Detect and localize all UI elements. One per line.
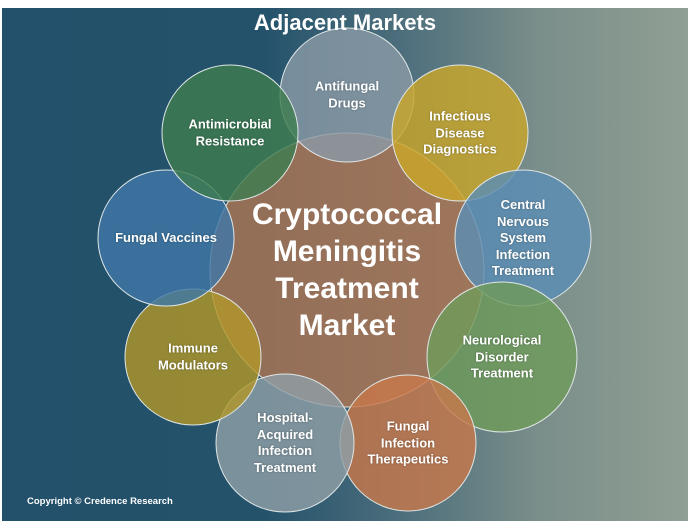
market-label-line: Treatment: [491, 262, 555, 278]
market-label-line: System: [499, 229, 547, 245]
market-circle: [391, 64, 529, 202]
market-label-line: Resistance: [195, 133, 265, 148]
market-label-line: Diagnostics: [423, 141, 497, 157]
market-circle: [161, 64, 299, 202]
market-label-line: Drugs: [328, 95, 366, 110]
center-label-line: Meningitis: [272, 235, 422, 268]
market-label-line: Fungal Vaccines: [115, 229, 217, 245]
market-label-line: Disease: [435, 124, 485, 140]
market-label-line: Infectious: [429, 108, 491, 124]
market-label-line: Antifungal: [314, 78, 380, 94]
market-label-line: Acquired: [256, 426, 314, 442]
market-label-line: Disorder: [475, 348, 529, 364]
market-label-line: Treatment: [253, 459, 317, 475]
market-circle: [426, 281, 578, 433]
market-label-line: Hospital-: [257, 410, 313, 425]
market-label-line: Antimicrobial: [188, 116, 272, 132]
market-label-line: Nervous: [496, 213, 550, 229]
copyright-text: Copyright © Credence Research: [27, 496, 173, 507]
market-label-line: Immune: [168, 340, 218, 356]
market-label-line: Treatment: [470, 365, 534, 381]
market-label-line: Modulators: [157, 357, 229, 372]
center-label-line: Cryptococcal: [251, 198, 443, 231]
center-label-line: Treatment: [275, 272, 419, 305]
market-label-line: Therapeutics: [367, 451, 449, 467]
market-label-line: Fungal: [386, 418, 430, 434]
market-circle: [215, 373, 355, 513]
market-circle: [97, 169, 235, 307]
market-label-line: Neurological: [462, 332, 542, 348]
market-label-line: Central: [500, 196, 546, 212]
market-label-line: Infection: [380, 434, 436, 450]
market-label-line: Infection: [257, 443, 313, 458]
market-label: Fungal Vaccines: [115, 230, 217, 247]
center-label-line: Market: [298, 309, 396, 342]
market-label-line: Infection: [495, 246, 551, 262]
diagram-title: Adjacent Markets: [253, 10, 437, 35]
